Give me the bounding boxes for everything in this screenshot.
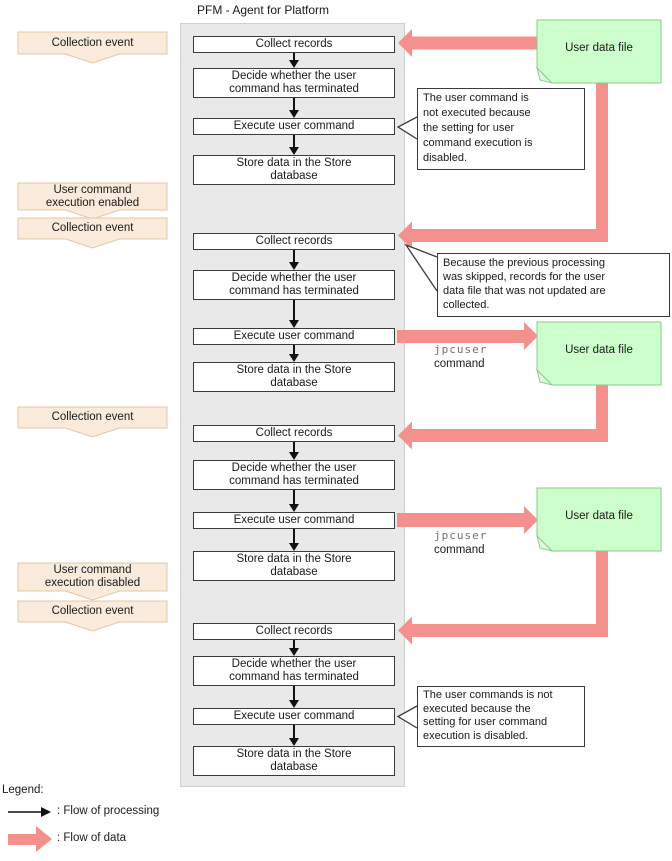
process-box-decide: Decide whether the user command has term… [193, 68, 395, 98]
user-data-file-note: User data file [565, 509, 633, 522]
jpcuser-command-label: jpcuser command [434, 343, 514, 371]
command-word: command [434, 358, 485, 370]
process-box-store: Store data in the Store database [193, 551, 395, 581]
callout-command-not-executed-2: The user commands is not executed becaus… [417, 686, 585, 747]
legend-processing-arrow [8, 807, 51, 817]
callout-previous-processing-skipped: Because the previous processing was skip… [437, 253, 670, 317]
process-box-decide: Decide whether the user command has term… [193, 270, 395, 300]
data-flow-arrow [398, 384, 608, 450]
legend-flow-of-processing: : Flow of processing [57, 805, 160, 817]
process-box-execute: Execute user command [193, 512, 395, 529]
process-box-collect-records: Collect records [193, 425, 395, 442]
legend-title: Legend: [2, 784, 44, 796]
banner-user-command-disabled: User command execution disabled [44, 564, 141, 589]
banner-collection-event-3: Collection event [51, 411, 134, 423]
banner-user-command-enabled: User command execution enabled [45, 183, 140, 209]
user-data-file-note: User data file [565, 41, 633, 54]
process-box-collect-records: Collect records [193, 623, 395, 640]
jpcuser-code-text: jpcuser [434, 343, 488, 356]
command-word: command [434, 544, 485, 556]
legend-flow-of-data: : Flow of data [57, 832, 127, 844]
jpcuser-command-label: jpcuser command [434, 529, 514, 557]
data-flow-arrow [398, 29, 546, 57]
data-flow-arrow [398, 550, 608, 645]
process-box-store: Store data in the Store database [193, 746, 395, 776]
process-box-store: Store data in the Store database [193, 362, 395, 392]
callout-command-not-executed-1: The user command is not executed because… [417, 88, 585, 170]
process-box-decide: Decide whether the user command has term… [193, 460, 395, 490]
process-box-execute: Execute user command [193, 118, 395, 135]
banner-collection-event-2: Collection event [51, 222, 134, 234]
banner-collection-event-4: Collection event [51, 605, 134, 617]
process-box-collect-records: Collect records [193, 233, 395, 250]
legend-data-arrow [8, 826, 52, 852]
process-box-execute: Execute user command [193, 328, 395, 345]
user-data-file-note: User data file [565, 343, 633, 356]
banner-collection-event-1: Collection event [51, 36, 134, 49]
jpcuser-code-text: jpcuser [434, 529, 488, 542]
process-box-execute: Execute user command [193, 708, 395, 725]
process-box-store: Store data in the Store database [193, 155, 395, 185]
page-title: PFM - Agent for Platform [197, 3, 330, 17]
callout-pointer [404, 243, 438, 292]
process-box-decide: Decide whether the user command has term… [193, 656, 395, 686]
process-box-collect-records: Collect records [193, 36, 395, 53]
